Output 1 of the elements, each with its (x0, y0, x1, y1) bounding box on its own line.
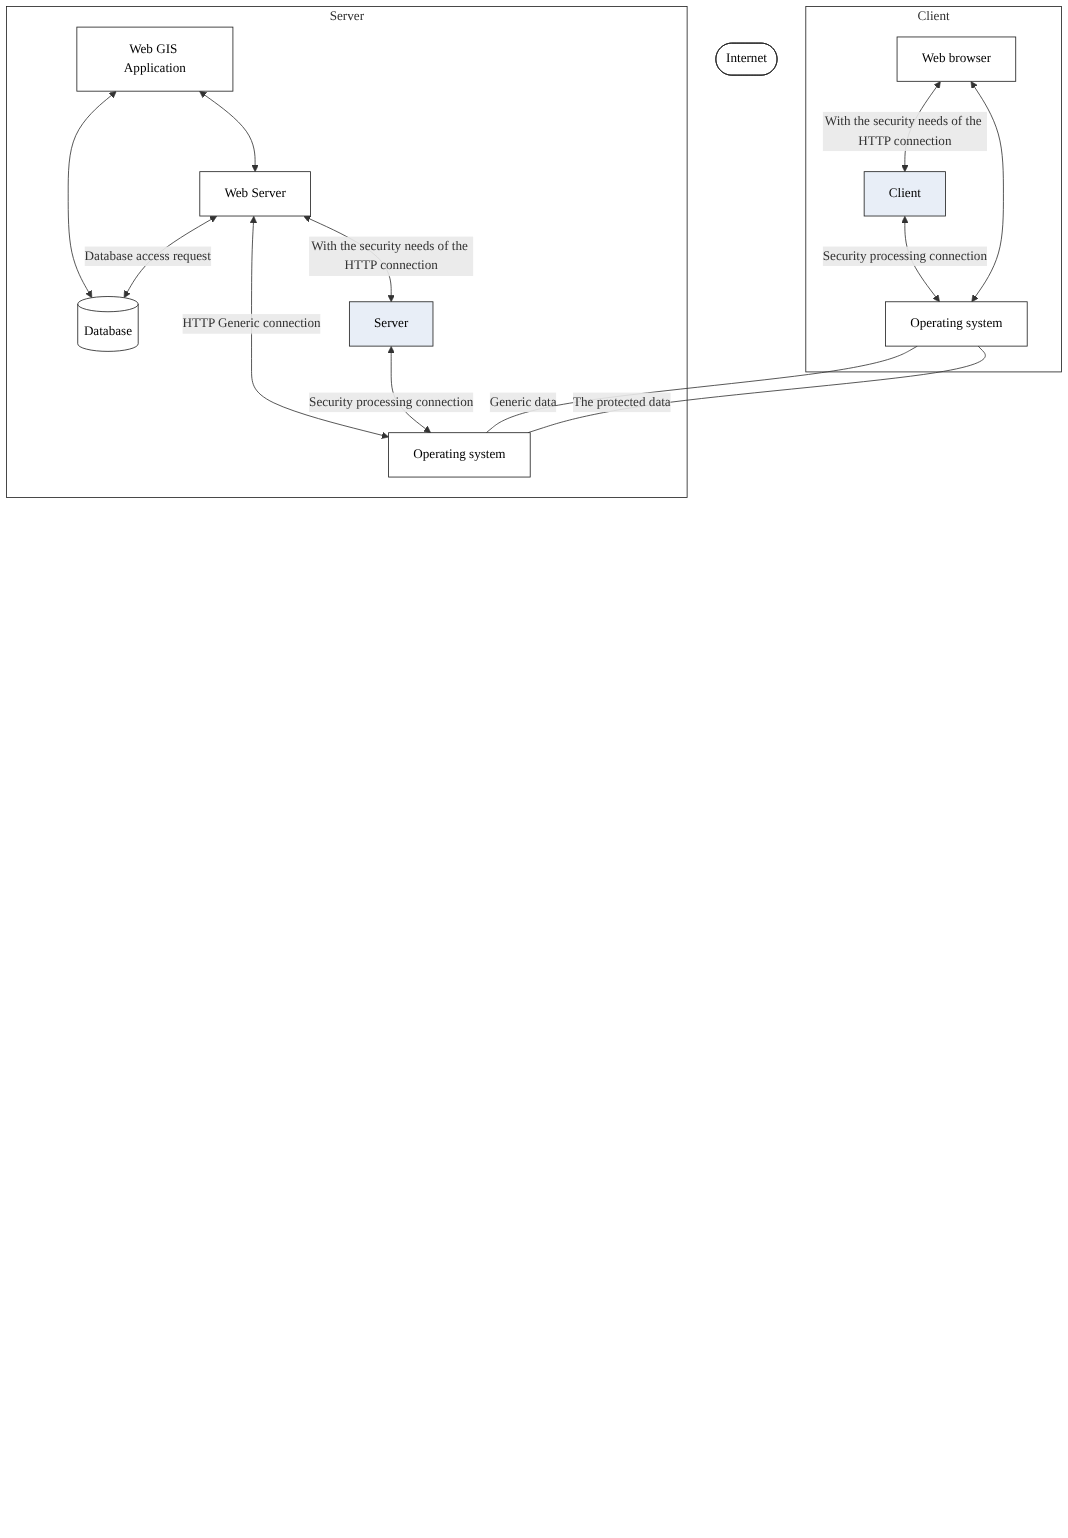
connector (527, 345, 986, 434)
